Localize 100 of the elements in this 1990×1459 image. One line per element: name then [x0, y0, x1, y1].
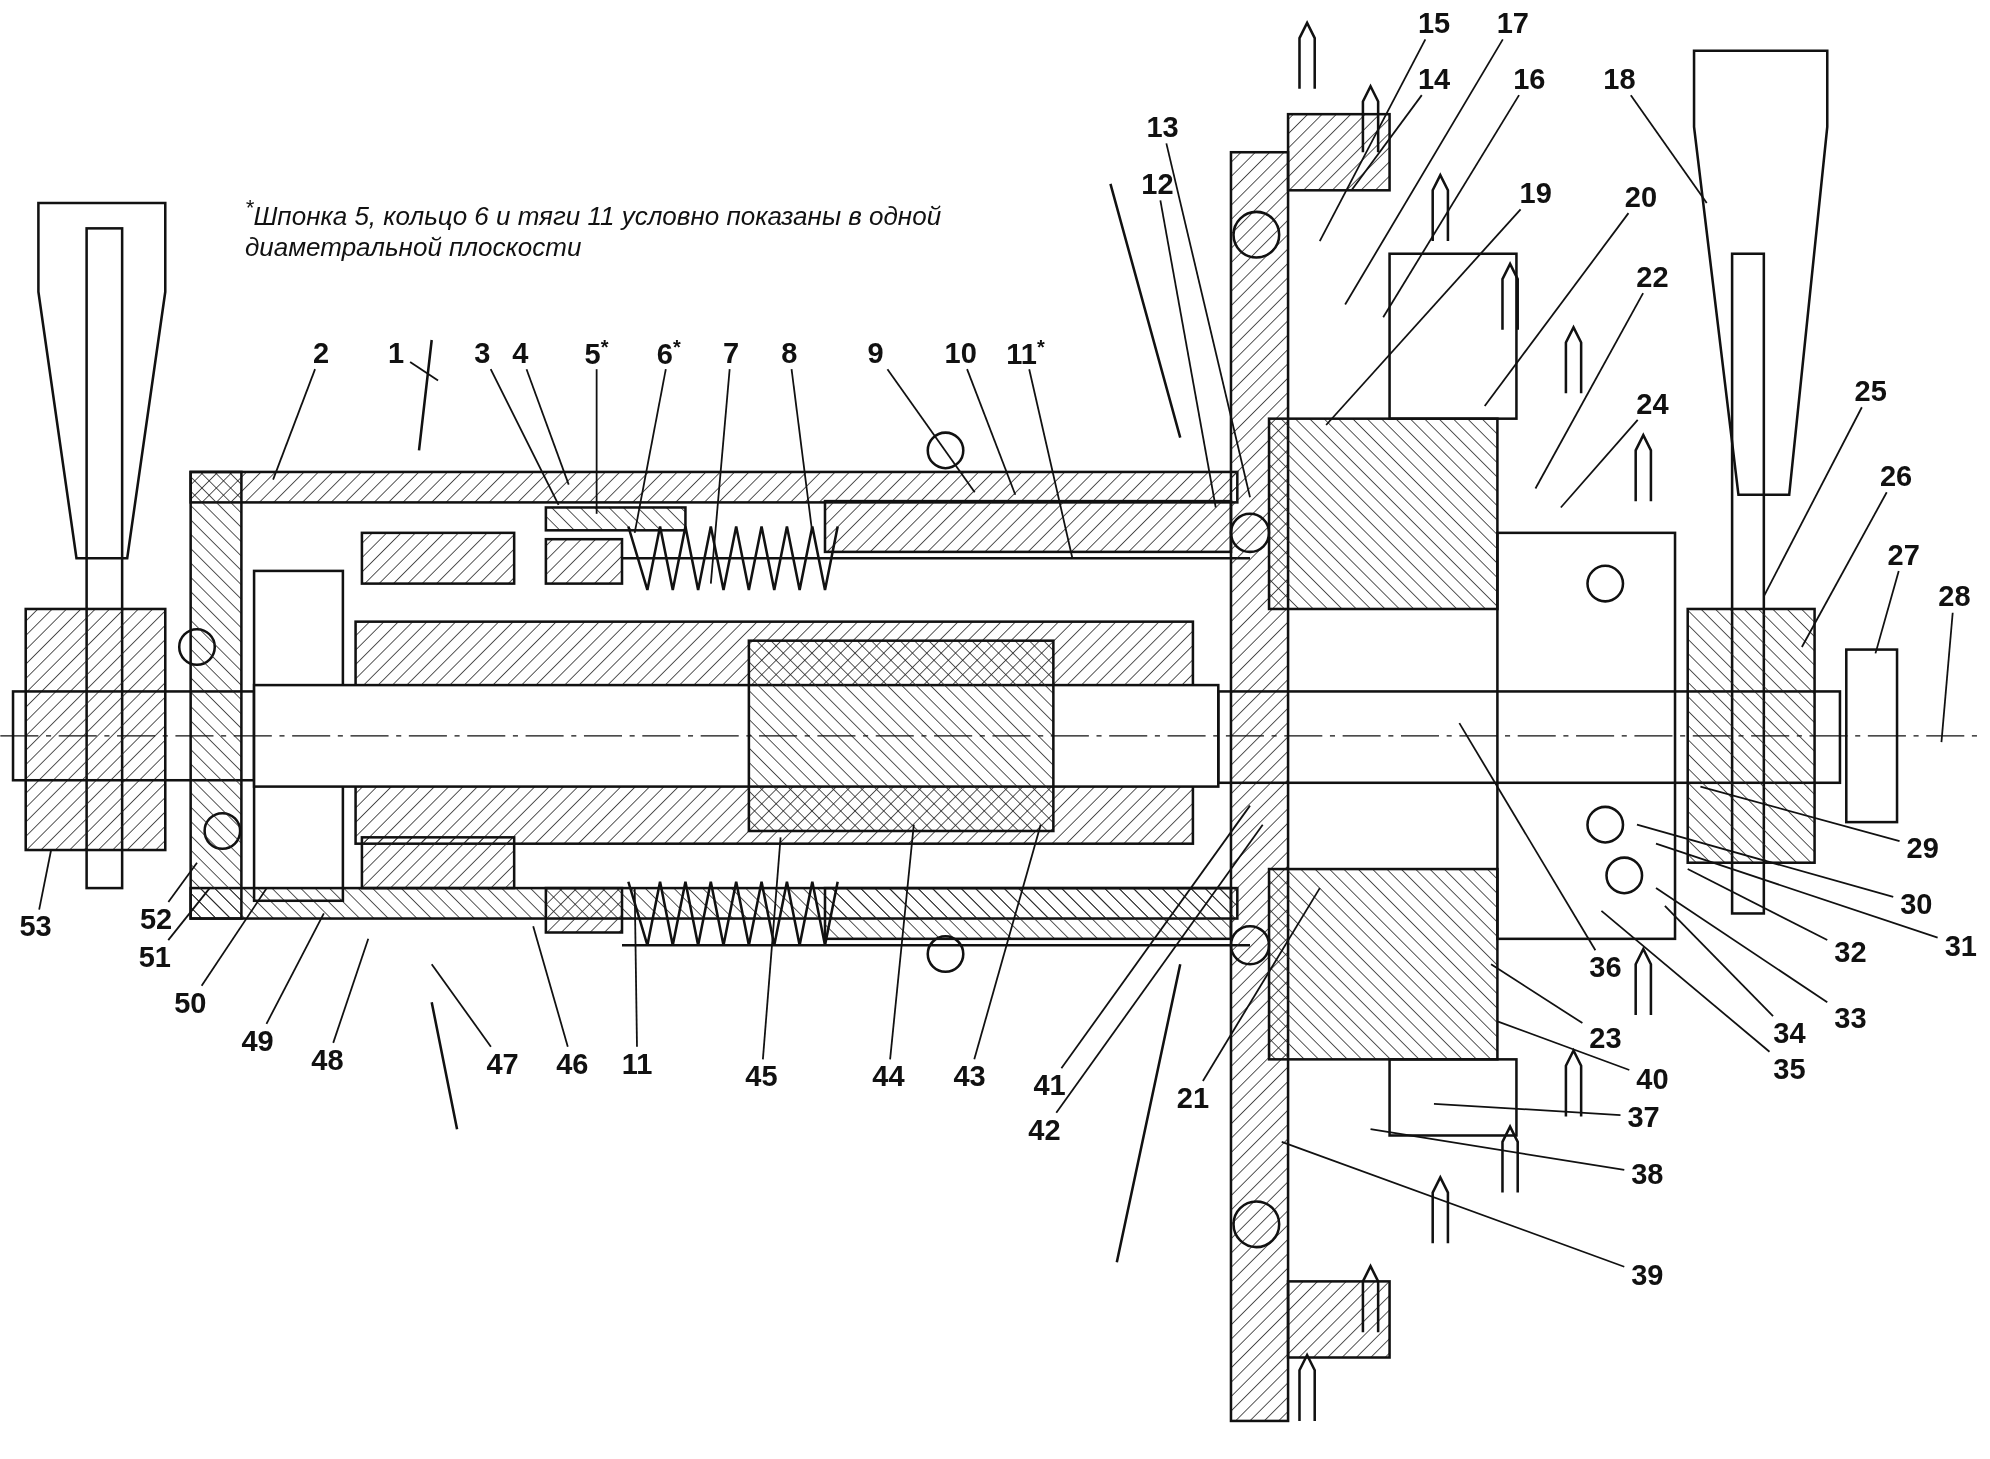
callout-number: 49	[241, 1026, 274, 1056]
callout-number: 46	[556, 1049, 589, 1079]
callout-number: 36	[1589, 952, 1622, 982]
leader-line	[633, 887, 638, 1048]
callout-number: 32	[1834, 937, 1867, 967]
leader-line	[1165, 142, 1251, 499]
leader-line	[1629, 94, 1708, 204]
callout-number: 26	[1879, 461, 1913, 491]
leader-line	[1318, 38, 1427, 242]
callout-number: 41	[1033, 1070, 1066, 1100]
leader-line	[1483, 212, 1630, 407]
callout-number: 27	[1887, 540, 1920, 570]
callout-number: 20	[1624, 182, 1658, 212]
leader-line	[1762, 406, 1863, 598]
leader-line	[1060, 804, 1251, 1070]
leader-line	[167, 887, 211, 941]
leader-line	[966, 368, 1017, 496]
callout-number: 44	[872, 1061, 905, 1091]
leader-line	[1350, 94, 1423, 192]
callout-number: 29	[1906, 833, 1939, 863]
leader-line	[1490, 963, 1584, 1024]
callout-number: 16	[1513, 64, 1546, 94]
leader-line	[332, 937, 370, 1044]
callout-number: 42	[1028, 1115, 1061, 1144]
leader-line	[1202, 887, 1321, 1082]
callout-number: 34	[1773, 1018, 1806, 1048]
leader-line	[1636, 823, 1895, 898]
leader-line	[265, 912, 325, 1025]
leader-line	[762, 836, 782, 1061]
callout-number: 52	[139, 904, 173, 934]
callout-number: 1	[387, 338, 405, 368]
leader-line	[1600, 910, 1771, 1053]
callout-number: 13	[1146, 112, 1179, 142]
callout-number: 5$^{*}$	[584, 336, 609, 370]
leader-line	[1382, 94, 1520, 319]
callout-number: 24	[1636, 389, 1669, 419]
callout-number: 21	[1176, 1083, 1210, 1113]
callout-number: 14	[1418, 64, 1451, 94]
leader-line	[1433, 1102, 1622, 1116]
callout-number: 22	[1636, 262, 1669, 292]
leader-line	[595, 368, 598, 515]
leader-line	[200, 887, 268, 987]
leader-line	[1686, 868, 1829, 941]
callout-number: 12	[1141, 169, 1174, 199]
callout-number: 38	[1631, 1159, 1664, 1189]
leader-line	[272, 368, 316, 481]
leader-line	[1559, 419, 1639, 509]
callout-number: 15	[1418, 8, 1451, 38]
leader-line	[1699, 785, 1901, 843]
leader-line	[430, 963, 492, 1048]
leader-line	[38, 849, 52, 911]
leader-line	[167, 861, 198, 903]
callout-number: 51	[138, 942, 171, 972]
callout-number: 37	[1627, 1102, 1660, 1132]
callout-number: 9	[867, 338, 884, 368]
callout-number: 33	[1834, 1003, 1867, 1033]
leader-line	[709, 368, 731, 585]
callout-number: 30	[1900, 889, 1933, 919]
callout-number: 40	[1636, 1064, 1669, 1094]
leader-line	[886, 368, 976, 494]
leader-line	[1655, 887, 1829, 1004]
leader-line	[973, 823, 1042, 1061]
callout-number: 8	[781, 338, 798, 368]
leader-line	[489, 368, 560, 506]
leader-line	[1496, 1020, 1631, 1071]
leader-line	[1055, 823, 1264, 1114]
leader-line	[1655, 842, 1939, 939]
leader-line	[532, 925, 569, 1048]
leader-line	[525, 368, 570, 486]
callout-number: 19	[1519, 178, 1552, 208]
leader-line	[1534, 292, 1644, 490]
leader-line	[889, 823, 915, 1061]
callout-number: 7	[722, 338, 740, 368]
callout-number: 10	[944, 338, 977, 368]
leader-line	[633, 368, 667, 534]
callout-number: 6$^{*}$	[656, 336, 681, 370]
callout-number: 45	[745, 1061, 778, 1091]
callout-number: 50	[174, 988, 207, 1018]
footnote-text: $^{*}$Шпонка 5, кольцо 6 и тяги 11 условно показаны в одной диаметральной плоскости	[245, 195, 943, 264]
leader-line	[1369, 1128, 1626, 1171]
callout-number: 23	[1589, 1023, 1622, 1053]
leader-line	[1874, 570, 1900, 655]
leader-line	[1801, 491, 1888, 648]
leader-line	[1325, 208, 1522, 426]
leader-line	[1159, 199, 1217, 509]
callout-number: 28	[1938, 582, 1971, 611]
callout-number: 11	[621, 1049, 653, 1079]
leader-line	[1028, 368, 1074, 560]
callout-number: 43	[953, 1061, 986, 1091]
callout-number: 2	[313, 338, 330, 368]
leader-line	[1344, 38, 1504, 306]
leader-line	[1940, 611, 1954, 744]
callout-number: 48	[311, 1045, 344, 1075]
callout-number: 3	[474, 338, 491, 368]
callout-number: 4	[512, 338, 529, 368]
leader-line	[1280, 1140, 1626, 1268]
callout-number: 17	[1496, 8, 1529, 38]
callout-number: 11$^{*}$	[1006, 336, 1045, 370]
callout-number: 25	[1854, 376, 1887, 406]
callout-number: 53	[19, 911, 52, 941]
